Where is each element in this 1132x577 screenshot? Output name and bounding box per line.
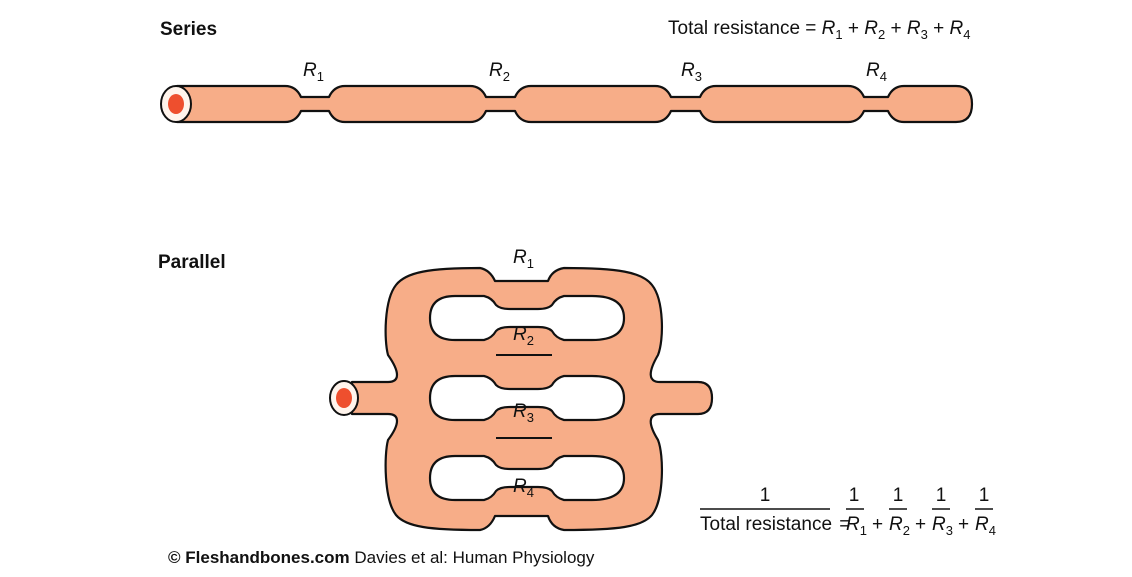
series-label-r1: R1	[303, 60, 324, 84]
parallel-formula-plus-1: +	[872, 514, 883, 535]
parallel-loop-1	[428, 294, 626, 342]
parallel-formula-lhs-denominator: Total resistance =	[700, 514, 850, 535]
parallel-formula-lhs-numerator: 1	[760, 485, 771, 506]
series-formula-r1-sub: 1	[835, 27, 842, 42]
parallel-formula-num-4: 1	[979, 485, 990, 506]
series-vessel-lumen	[168, 94, 184, 114]
series-formula-prefix: Total resistance =	[668, 18, 822, 39]
parallel-formula-den-3: R3	[932, 514, 953, 538]
series-formula-r3-sub: 3	[921, 27, 928, 42]
series-formula-r4-sub: 4	[963, 27, 970, 42]
parallel-formula: 1 Total resistance = 1 R1 + 1 R2 + 1 R3 …	[700, 485, 996, 538]
series-label-r2: R2	[489, 60, 510, 84]
parallel-label-r2: R2	[513, 324, 534, 348]
parallel-heading: Parallel	[158, 252, 226, 273]
credit-text: Davies et al: Human Physiology	[350, 548, 595, 567]
series-vessel	[160, 84, 974, 124]
series-formula-plus-3: +	[928, 18, 950, 39]
credit-line: © Fleshandbones.com Davies et al: Human …	[168, 548, 595, 567]
parallel-label-r4: R4	[513, 476, 534, 500]
copyright-symbol: ©	[168, 548, 181, 567]
series-formula-r1: R	[822, 18, 836, 39]
parallel-formula-equals: =	[839, 514, 850, 535]
parallel-vessel-lumen	[336, 388, 352, 408]
series-formula-plus-2: +	[885, 18, 907, 39]
parallel-formula-plus-2: +	[915, 514, 926, 535]
parallel-label-r1: R1	[513, 247, 534, 271]
series-formula-r3: R	[907, 18, 921, 39]
parallel-formula-den-2: R2	[889, 514, 910, 538]
series-label-r3: R3	[681, 60, 702, 84]
series-formula-r2-sub: 2	[878, 27, 885, 42]
parallel-formula-num-1: 1	[849, 485, 860, 506]
series-heading: Series	[160, 19, 217, 40]
parallel-formula-num-2: 1	[893, 485, 904, 506]
credit-site: Fleshandbones.com	[185, 548, 349, 567]
parallel-formula-den-4: R4	[975, 514, 996, 538]
series-formula-plus-1: +	[843, 18, 865, 39]
parallel-loop-2	[428, 374, 626, 422]
parallel-vessel	[329, 266, 714, 532]
parallel-label-r3: R3	[513, 401, 534, 425]
series-formula: Total resistance = R1 + R2 + R3 + R4	[668, 18, 971, 42]
series-label-r4: R4	[866, 60, 887, 84]
series-formula-r2: R	[864, 18, 878, 39]
parallel-formula-num-3: 1	[936, 485, 947, 506]
parallel-loop-3	[428, 454, 626, 502]
series-formula-r4: R	[950, 18, 964, 39]
series-vessel-body	[175, 84, 974, 124]
parallel-formula-plus-3: +	[958, 514, 969, 535]
parallel-formula-den-1: R1	[846, 514, 867, 538]
